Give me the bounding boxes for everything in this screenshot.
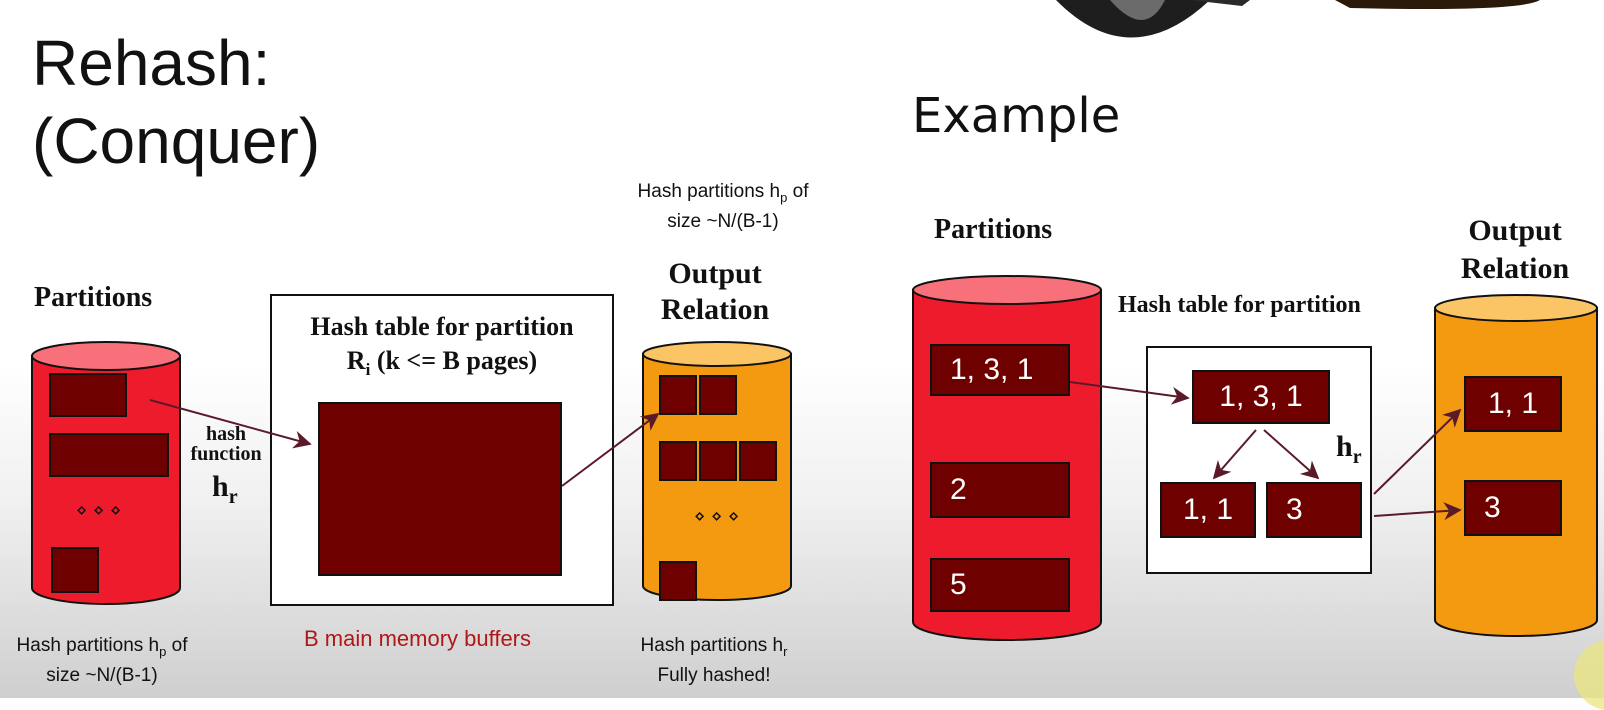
example-partition-block: 1, 3, 1 (930, 344, 1070, 396)
top-caption-line2: size ~N/(B-1) (667, 210, 779, 232)
arrow-child-to-output-bottom (1373, 502, 1462, 521)
hash-table-sub: i (365, 360, 371, 380)
bottom-right-sub: r (783, 643, 788, 659)
top-caption-prefix: Hash partitions h (637, 181, 781, 202)
example-partitions-label: Partitions (934, 214, 1053, 245)
bottom-left-caption: Hash partitions hp of size ~N/(B-1) (0, 634, 204, 688)
arrow-root-to-right-child (1263, 429, 1320, 480)
example-hash-root: 1, 3, 1 (1192, 370, 1330, 424)
example-partition-value: 1, 3, 1 (950, 353, 1034, 386)
partition-block (49, 373, 127, 417)
hash-table-line2: Ri (k <= B pages) (272, 344, 612, 387)
output-cylinder (642, 341, 792, 601)
example-partition-value: 2 (950, 473, 967, 506)
output-block (739, 441, 777, 481)
arrow-child-to-output-top (1373, 408, 1462, 495)
hash-table-line1: Hash table for partition (310, 312, 574, 341)
example-output-line2: Relation (1460, 252, 1570, 285)
hash-symbol-hr: hr (212, 470, 238, 509)
bottom-left-suffix: of (166, 635, 188, 656)
partitions-cylinder (31, 341, 181, 605)
example-output-value: 3 (1484, 491, 1501, 524)
presenter-webcam (1056, 0, 1540, 38)
output-line2: Relation (660, 293, 770, 326)
hash-function-line1: hash (205, 423, 247, 445)
output-line1: Output (668, 257, 762, 290)
hash-symbol-sub: r (228, 486, 238, 508)
bottom-right-line2: Fully hashed! (657, 664, 771, 686)
hash-table-r: R (346, 346, 366, 375)
bottom-left-sub: p (159, 643, 167, 659)
example-partition-value: 5 (950, 568, 967, 601)
arrow-root-to-left-child (1212, 429, 1257, 480)
example-output-label: Output Relation (1440, 212, 1590, 288)
partition-block (49, 433, 169, 477)
output-block (699, 375, 737, 415)
hash-table-heading: Hash table for partition Ri (k <= B page… (272, 310, 612, 387)
arrow-partition-to-hash-root (1069, 381, 1190, 405)
example-hash-child: 3 (1266, 482, 1362, 538)
example-output-value: 1, 1 (1487, 387, 1539, 420)
top-caption-suffix: of (787, 181, 809, 202)
partitions-ellipsis: ⋄ ⋄ ⋄ (76, 500, 122, 521)
example-hash-symbol-sub: r (1352, 446, 1362, 468)
hash-symbol: h (212, 470, 229, 503)
hash-function-line2: function (190, 443, 262, 465)
arrow-partition-to-table (149, 399, 312, 449)
output-block (659, 375, 697, 415)
buffers-caption: B main memory buffers (304, 626, 532, 651)
example-partition-block: 2 (930, 462, 1070, 518)
output-relation-label: Output Relation (640, 256, 790, 328)
example-hash-symbol: h (1336, 430, 1353, 463)
bottom-left-line2: size ~N/(B-1) (46, 664, 158, 686)
arrow-table-to-output (561, 412, 660, 487)
bottom-right-caption: Hash partitions hr Fully hashed! (612, 634, 816, 688)
partition-block (51, 547, 99, 593)
output-ellipsis: ⋄ ⋄ ⋄ (694, 506, 740, 527)
example-hash-child: 1, 1 (1160, 482, 1256, 538)
top-caption-sub: p (780, 189, 788, 205)
example-hash-child-value: 1, 1 (1182, 493, 1234, 526)
partitions-label: Partitions (34, 282, 153, 313)
slide-title-line1: Rehash: (32, 27, 271, 99)
example-title: Example (912, 88, 1121, 144)
slide-title-line2: (Conquer) (32, 105, 321, 177)
example-hash-symbol-hr: hr (1336, 430, 1362, 469)
example-hash-table-label: Hash table for partition (1118, 292, 1361, 318)
example-partition-block: 5 (930, 558, 1070, 612)
example-output-line1: Output (1468, 214, 1562, 247)
output-block (659, 561, 697, 601)
top-partition-caption: Hash partitions hp of size ~N/(B-1) (612, 180, 834, 234)
example-hash-root-value: 1, 3, 1 (1219, 380, 1303, 413)
output-block (659, 441, 697, 481)
slide-title: Rehash: (Conquer) (32, 24, 320, 180)
hash-function-label: hash function (182, 424, 270, 464)
hash-table-buffer-block (318, 402, 562, 576)
example-hash-child-value: 3 (1286, 493, 1303, 526)
bottom-left-prefix: Hash partitions h (16, 635, 160, 656)
example-output-block: 1, 1 (1464, 376, 1562, 432)
bottom-right-prefix: Hash partitions h (640, 635, 784, 656)
hash-table-suffix: (k <= B pages) (370, 346, 538, 375)
output-block (699, 441, 737, 481)
example-output-block: 3 (1464, 480, 1562, 536)
